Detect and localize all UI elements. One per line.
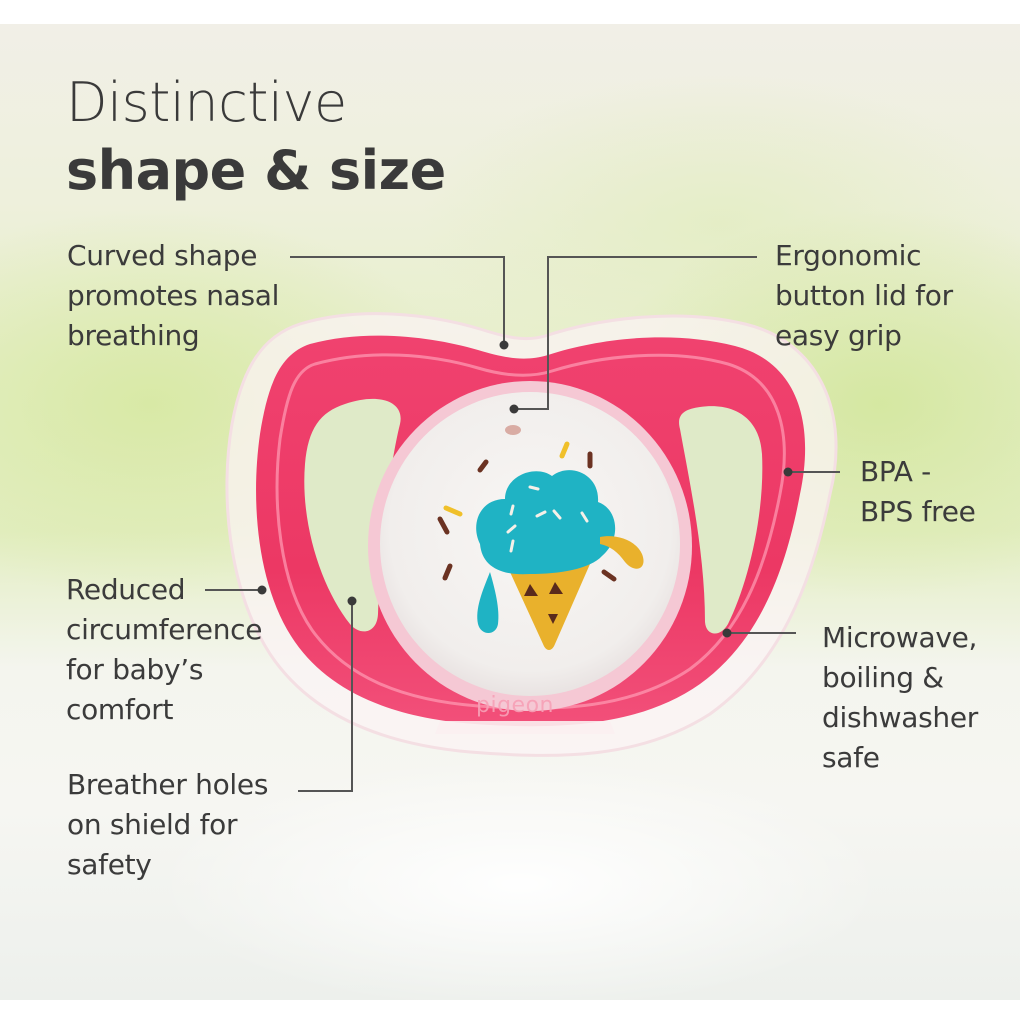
infographic-canvas: Distinctive shape & size xyxy=(0,24,1020,1000)
callout-microwave-safe: Microwave, boiling & dishwasher safe xyxy=(822,621,979,774)
breather-hole-right xyxy=(679,406,763,634)
callout-breather-holes: Breather holes on shield for safety xyxy=(67,768,269,881)
callout-curved-shape: Curved shape promotes nasal breathing xyxy=(67,239,280,352)
callout-button-lid: Ergonomic button lid for easy grip xyxy=(775,239,953,352)
ice-cream-illustration xyxy=(437,425,644,650)
callout-reduced-circumference: Reduced circumference for baby’s comfort xyxy=(66,573,263,726)
pacifier-image xyxy=(225,312,838,757)
shield-tab xyxy=(435,721,615,734)
heading-line-1: Distinctive xyxy=(66,71,347,134)
heading-line-2: shape & size xyxy=(66,139,446,202)
callout-bpa-free: BPA - BPS free xyxy=(860,455,976,528)
brand-logo: pigeon xyxy=(476,693,554,718)
